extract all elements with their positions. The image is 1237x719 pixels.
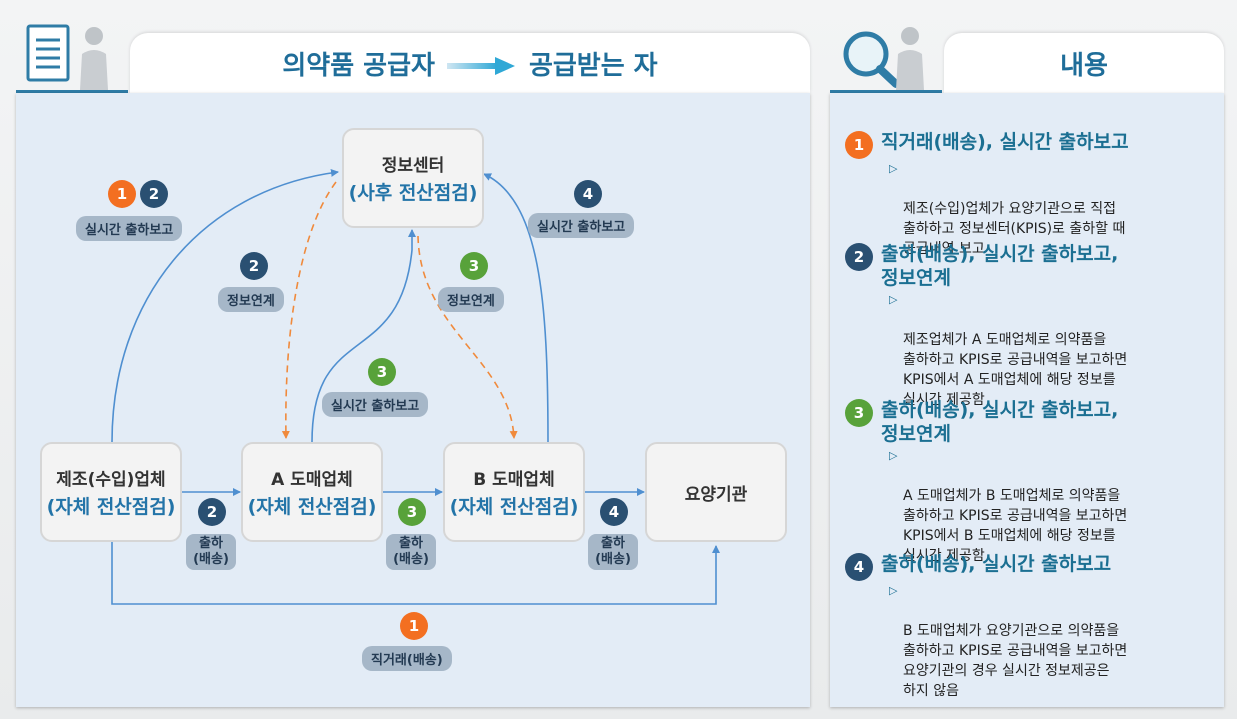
node-label: A 도매업체 (271, 470, 353, 490)
item-title: 출하(배송), 실시간 출하보고, 정보연계 (881, 243, 1119, 289)
node-sublabel: (자체 전산점검) (449, 496, 579, 518)
step-badge-2: 2 (240, 252, 268, 280)
item-desc: 제조(수입)업체가 요양기관으로 직접 출하하고 정보센터(KPIS)로 출하할… (903, 201, 1126, 257)
label-ship-4: 출하 (배송) (588, 534, 638, 570)
label-direct-trade: 직거래(배송) (362, 646, 452, 671)
step-badge-3: 3 (368, 358, 396, 386)
step-badge-1: 1 (108, 180, 136, 208)
step-badge-3: 3 (460, 252, 488, 280)
label-info-link: 정보연계 (438, 287, 504, 312)
triangle-marker-icon: ▷ (889, 293, 898, 306)
ship-text: 출하 (199, 536, 223, 551)
header-to: 공급받는 자 (528, 50, 658, 81)
flow-realtime-4 (483, 173, 549, 443)
label-ship-2: 출하 (배송) (186, 534, 236, 570)
header-title: 내용 (1060, 50, 1108, 81)
step-badge-4: 4 (574, 180, 602, 208)
node-sublabel: (자체 전산점검) (247, 496, 377, 518)
content-panel (830, 93, 1224, 707)
node-wholesaler-b: B 도매업체 (자체 전산점검) (443, 442, 585, 542)
right-header: 내용 (944, 33, 1224, 93)
flow-realtime-3 (311, 229, 416, 443)
node-info-center: 정보센터 (사후 전산점검) (342, 128, 484, 228)
label-info-link: 정보연계 (218, 287, 284, 312)
document-person-icon (22, 20, 122, 90)
flow-realtime-1 (111, 168, 339, 443)
flow-direct-1 (111, 542, 720, 605)
delivery-text: (배송) (193, 552, 229, 567)
node-label: 정보센터 (381, 156, 445, 176)
item-title: 직거래(배송), 실시간 출하보고 (881, 131, 1129, 153)
magnifier-person-icon (838, 20, 938, 90)
label-ship-3: 출하 (배송) (386, 534, 436, 570)
label-realtime-report: 실시간 출하보고 (76, 216, 183, 241)
header-from: 의약품 공급자 (282, 50, 435, 81)
node-label: B 도매업체 (473, 470, 555, 490)
step-badge-1: 1 (845, 131, 873, 159)
item-title: 출하(배송), 실시간 출하보고 (881, 553, 1112, 575)
triangle-marker-icon: ▷ (889, 162, 898, 175)
ship-text: 출하 (399, 536, 423, 551)
step-badge-4: 4 (845, 553, 873, 581)
triangle-marker-icon: ▷ (889, 584, 898, 597)
node-label: 제조(수입)업체 (56, 470, 166, 490)
header-underline (16, 90, 128, 93)
content-item-3: 3 출하(배송), 실시간 출하보고, 정보연계 ▷ A 도매업체가 B 도매업… (845, 398, 1205, 566)
ship-text: 출하 (601, 536, 625, 551)
item-desc: A 도매업체가 B 도매업체로 의약품을 출하하고 KPIS로 공급내역을 보고… (903, 488, 1128, 564)
node-manufacturer: 제조(수입)업체 (자체 전산점검) (40, 442, 182, 542)
left-header: 의약품 공급자 공급받는 자 (130, 33, 810, 93)
flow-info-link-2 (281, 181, 337, 439)
step-badge-3: 3 (398, 498, 426, 526)
step-badge-2: 2 (140, 180, 168, 208)
content-item-4: 4 출하(배송), 실시간 출하보고 ▷ B 도매업체가 요양기관으로 의약품을… (845, 552, 1205, 701)
right-arrow-icon (446, 53, 517, 75)
header-underline (830, 90, 942, 93)
step-badge-2: 2 (845, 243, 873, 271)
delivery-text: (배송) (595, 552, 631, 567)
step-badge-1: 1 (400, 612, 428, 640)
step-badge-4: 4 (600, 498, 628, 526)
delivery-text: (배송) (393, 552, 429, 567)
triangle-marker-icon: ▷ (889, 449, 898, 462)
item-desc: B 도매업체가 요양기관으로 의약품을 출하하고 KPIS로 공급내역을 보고하… (903, 623, 1128, 699)
item-desc: 제조업체가 A 도매업체로 의약품을 출하하고 KPIS로 공급내역을 보고하면… (903, 332, 1128, 408)
label-realtime-report: 실시간 출하보고 (322, 392, 429, 417)
node-label: 요양기관 (684, 484, 748, 505)
step-badge-3: 3 (845, 399, 873, 427)
node-wholesaler-a: A 도매업체 (자체 전산점검) (241, 442, 383, 542)
item-title: 출하(배송), 실시간 출하보고, 정보연계 (881, 399, 1119, 445)
node-sublabel: (사후 전산점검) (348, 182, 478, 204)
step-badge-2: 2 (198, 498, 226, 526)
node-sublabel: (자체 전산점검) (46, 496, 176, 518)
content-item-2: 2 출하(배송), 실시간 출하보고, 정보연계 ▷ 제조업체가 A 도매업체로… (845, 242, 1205, 410)
label-realtime-report: 실시간 출하보고 (528, 213, 635, 238)
content-item-1: 1 직거래(배송), 실시간 출하보고 ▷ 제조(수입)업체가 요양기관으로 직… (845, 130, 1205, 259)
node-care-institution: 요양기관 (645, 442, 787, 542)
